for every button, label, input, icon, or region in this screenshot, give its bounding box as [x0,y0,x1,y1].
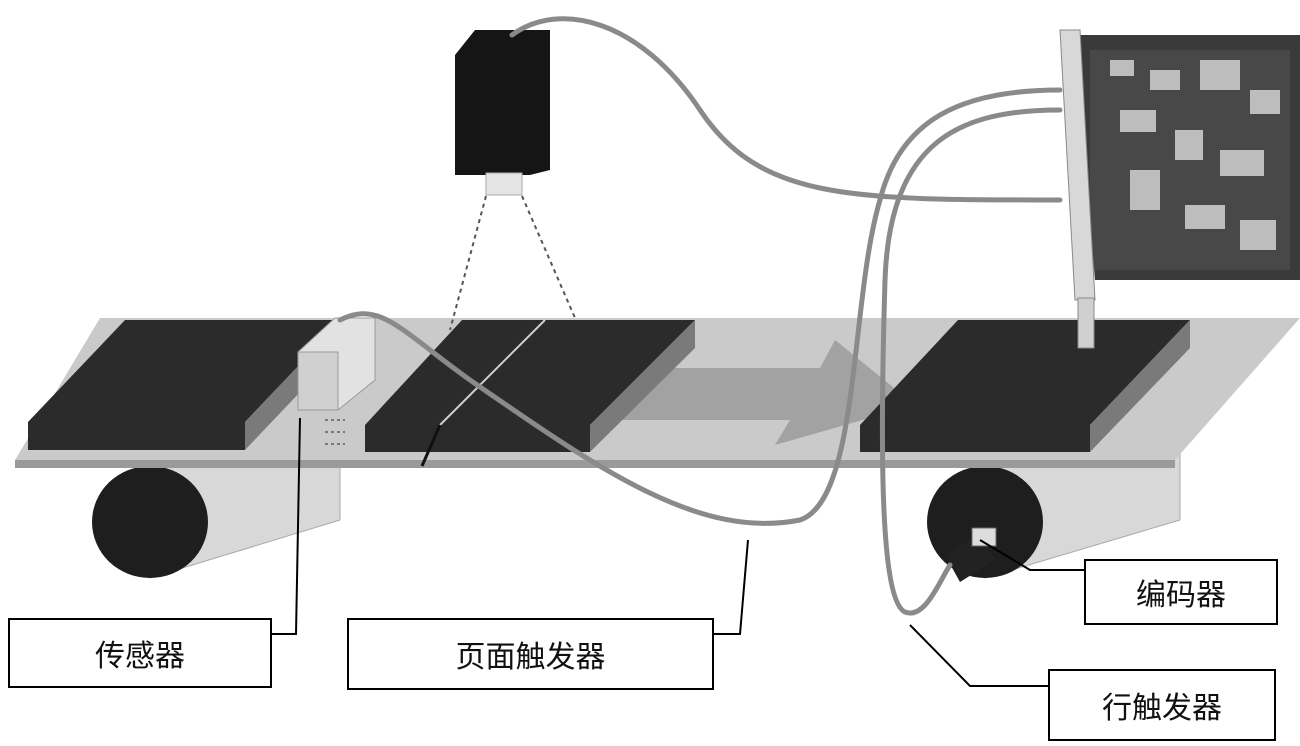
sensor-icon [297,317,376,445]
line-trigger-label: 行触发器 [1048,669,1276,741]
board-3 [860,320,1190,452]
leader-lines [272,417,1084,687]
cables [337,16,1063,616]
sensor-label: 传感器 [8,618,272,688]
board-2 [365,319,695,467]
encoder-label: 编码器 [1084,559,1278,625]
camera-icon [449,30,576,331]
page-trigger-label: 页面触发器 [347,618,714,690]
capture-card-icon [1059,29,1300,349]
direction-arrow-icon [620,340,915,445]
encoder-icon [945,527,997,582]
